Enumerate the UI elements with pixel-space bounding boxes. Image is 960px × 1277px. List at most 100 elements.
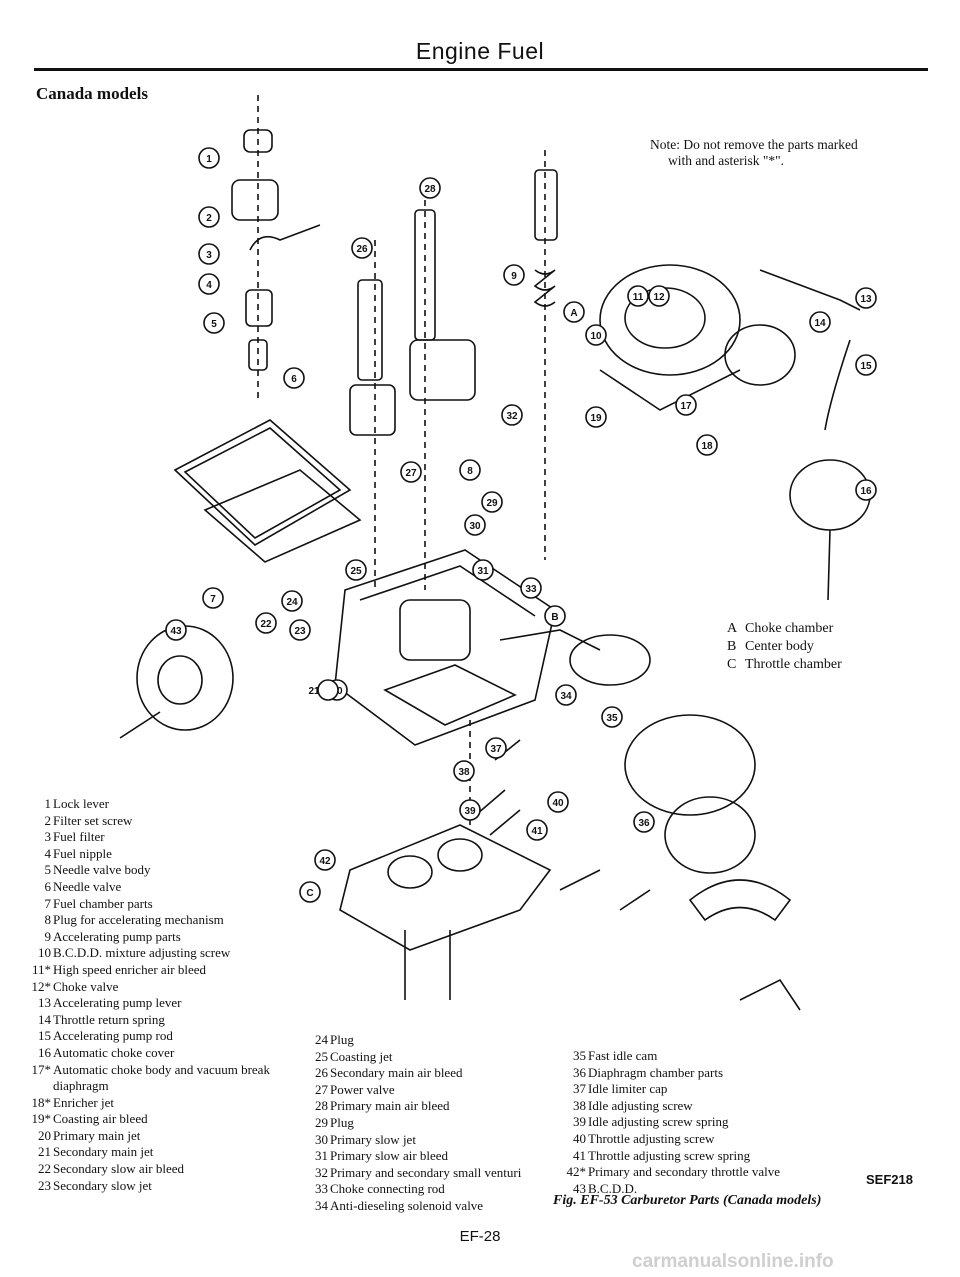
part-number: 43 bbox=[573, 1180, 586, 1196]
callout-38: 38 bbox=[453, 760, 475, 782]
callout-43: 43 bbox=[165, 619, 187, 641]
part-description: Secondary slow jet bbox=[53, 1177, 152, 1193]
page-number: EF-28 bbox=[459, 1228, 501, 1245]
note-line-1: Note: Do not remove the parts marked bbox=[650, 137, 858, 152]
part-description: Diaphragm chamber parts bbox=[588, 1064, 724, 1080]
part-number: 3 bbox=[44, 829, 52, 845]
svg-text:B: B bbox=[551, 612, 558, 623]
part-description: Secondary slow air bleed bbox=[53, 1161, 185, 1177]
callout-30: 30 bbox=[464, 514, 486, 536]
svg-text:38: 38 bbox=[458, 767, 470, 778]
part-description: High speed enricher air bleed bbox=[53, 961, 207, 977]
svg-text:3: 3 bbox=[206, 250, 212, 261]
figure-code: SEF218 bbox=[866, 1172, 913, 1187]
part-number: 16 bbox=[38, 1044, 51, 1060]
svg-text:C: C bbox=[306, 888, 313, 899]
part-description: Idle adjusting screw spring bbox=[588, 1114, 729, 1130]
svg-text:41: 41 bbox=[531, 826, 543, 837]
part-number: 29 bbox=[315, 1114, 328, 1130]
callout-22: 22 bbox=[255, 612, 277, 634]
callout-36: 36 bbox=[633, 811, 655, 833]
callout-4: 4 bbox=[198, 273, 220, 295]
svg-text:43: 43 bbox=[170, 626, 182, 637]
part-number: 15 bbox=[38, 1028, 51, 1044]
svg-text:24: 24 bbox=[286, 597, 298, 608]
callout-34: 34 bbox=[555, 684, 577, 706]
callout-23: 23 bbox=[289, 619, 311, 641]
part-description: B.C.D.D. mixture adjusting screw bbox=[53, 945, 231, 961]
part-number: 25 bbox=[315, 1048, 328, 1064]
callout-40: 40 bbox=[547, 791, 569, 813]
part-number: 7 bbox=[44, 895, 52, 911]
callout-17: 17 bbox=[675, 394, 697, 416]
callout-5: 5 bbox=[203, 312, 225, 334]
svg-text:35: 35 bbox=[606, 713, 618, 724]
part-description: Secondary main jet bbox=[53, 1144, 154, 1160]
svg-text:4: 4 bbox=[206, 280, 212, 291]
part-description: Primary and secondary small venturi bbox=[330, 1164, 522, 1180]
part-number: 9 bbox=[44, 928, 52, 944]
part-number: 35 bbox=[573, 1048, 586, 1063]
part-description: Needle valve bbox=[53, 878, 122, 894]
part-number: 18* bbox=[31, 1094, 52, 1110]
svg-text:18: 18 bbox=[701, 441, 713, 452]
part-number: 12* bbox=[31, 978, 52, 994]
svg-text:29: 29 bbox=[486, 498, 498, 509]
part-number: 10 bbox=[38, 945, 51, 961]
callout-A: A bbox=[563, 301, 585, 323]
svg-text:12: 12 bbox=[653, 292, 665, 303]
part-description: Fuel chamber parts bbox=[53, 895, 153, 911]
part-number: 13 bbox=[38, 995, 51, 1011]
callout-39: 39 bbox=[459, 799, 481, 821]
part-description: Automatic choke cover bbox=[53, 1044, 175, 1060]
svg-text:19: 19 bbox=[590, 413, 602, 424]
part-description: Primary and secondary throttle valve bbox=[588, 1164, 781, 1180]
svg-text:30: 30 bbox=[469, 521, 481, 532]
part-description: Coasting jet bbox=[330, 1048, 393, 1064]
part-number: 28 bbox=[315, 1098, 328, 1114]
svg-text:15: 15 bbox=[860, 361, 872, 372]
svg-text:11: 11 bbox=[633, 292, 644, 303]
part-description: Primary main jet bbox=[53, 1127, 141, 1143]
callout-B: B bbox=[544, 605, 566, 627]
page-header: Engine Fuel bbox=[415, 38, 545, 64]
svg-text:25: 25 bbox=[350, 566, 362, 577]
note-line-2: with and asterisk "*". bbox=[668, 153, 785, 168]
svg-text:39: 39 bbox=[464, 806, 476, 817]
figure-caption: Fig. EF-53 Carburetor Parts (Canada mode… bbox=[553, 1193, 822, 1208]
callout-32: 32 bbox=[501, 404, 523, 426]
part-description: Primary slow air bleed bbox=[330, 1148, 449, 1164]
callout-16: 16 bbox=[855, 479, 877, 501]
svg-text:7: 7 bbox=[210, 594, 216, 605]
part-description: Enricher jet bbox=[53, 1094, 114, 1110]
callout-12: 12 bbox=[648, 285, 670, 307]
callout-26: 26 bbox=[351, 237, 373, 259]
part-number: 8 bbox=[44, 912, 52, 928]
parts-list-item: 18*Enricher jet bbox=[21, 1095, 283, 1112]
svg-text:21: 21 bbox=[308, 686, 320, 697]
part-number: 37 bbox=[573, 1081, 586, 1097]
part-description: Needle valve body bbox=[53, 862, 151, 878]
svg-text:33: 33 bbox=[525, 584, 537, 595]
part-description: Secondary main air bleed bbox=[330, 1065, 463, 1081]
callout-11: 11 bbox=[627, 285, 649, 307]
svg-text:8: 8 bbox=[467, 466, 473, 477]
